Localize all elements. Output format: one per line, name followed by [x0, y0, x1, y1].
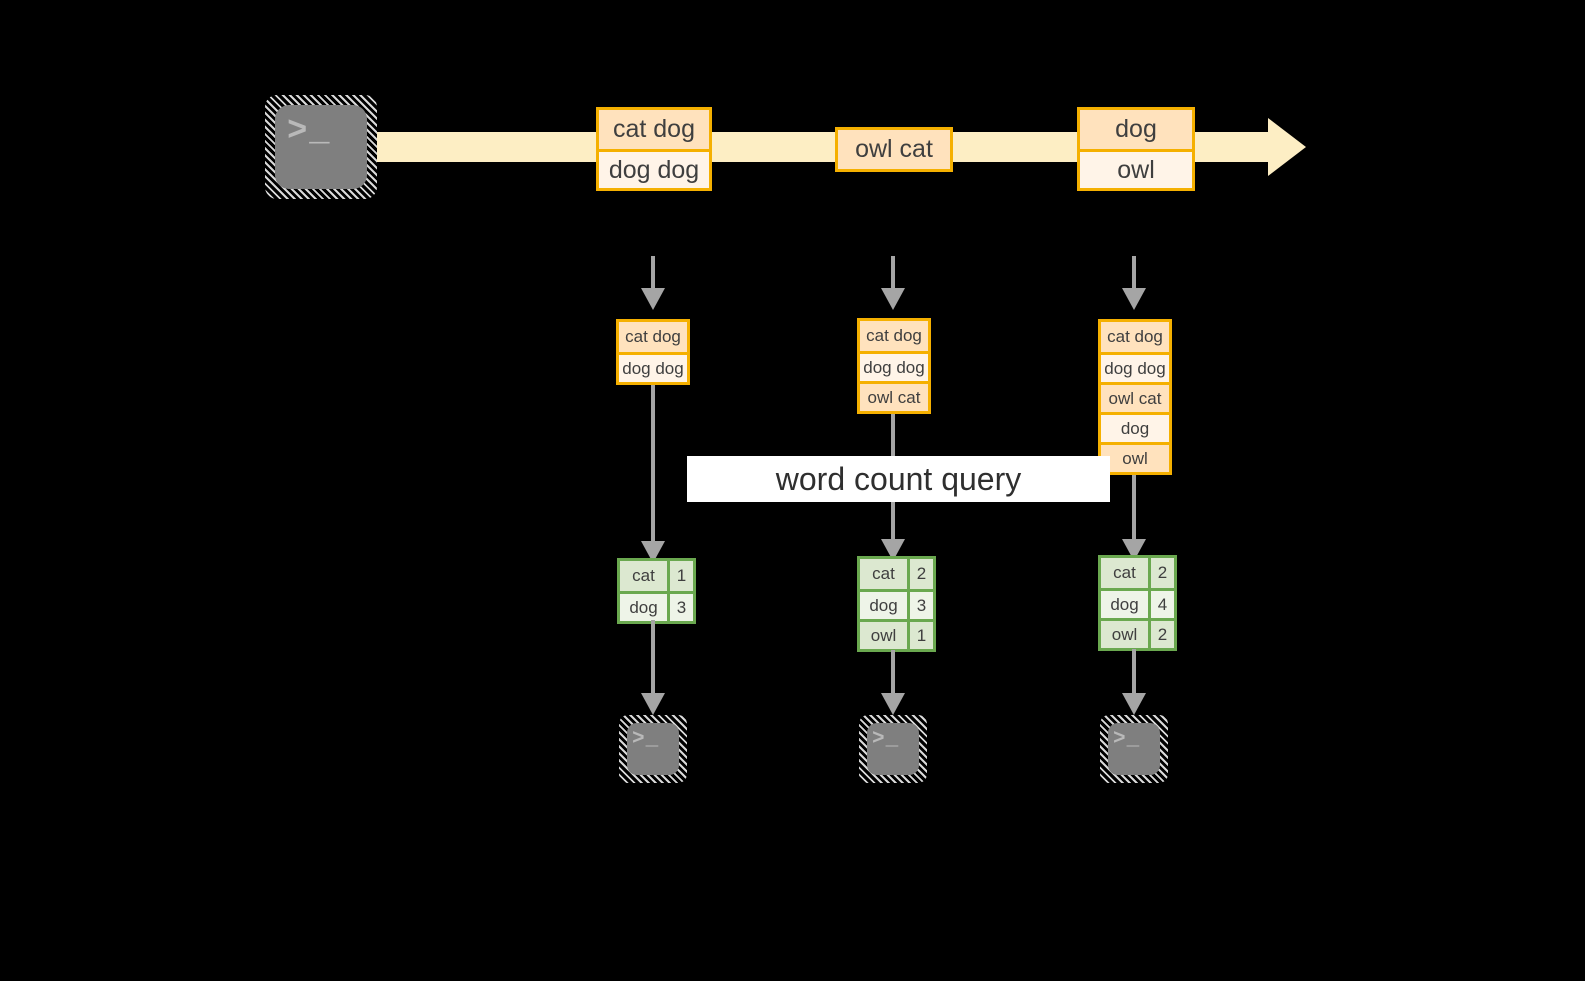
trigger-tick-arrow-line	[891, 256, 895, 288]
result-row: owl 2	[1101, 618, 1174, 648]
sink-terminal-icon-3[interactable]: >_	[1100, 715, 1168, 783]
query-arrow-line-1	[651, 385, 655, 547]
timeline-record-line: owl	[1080, 149, 1192, 188]
result-count: 1	[667, 561, 693, 591]
trigger-tick-arrowhead	[881, 288, 905, 310]
timeline-record-line: dog dog	[599, 149, 709, 188]
timeline-arrowhead	[1268, 118, 1306, 176]
query-arrowhead-2	[881, 539, 905, 561]
sink-arrow-line-1	[651, 620, 655, 698]
input-row: cat dog	[860, 321, 928, 351]
input-table-2: cat dog dog dog owl cat	[857, 318, 931, 414]
input-row: owl	[1101, 442, 1169, 472]
timeline-record-line: dog	[1080, 110, 1192, 149]
timeline-record-line: cat dog	[599, 110, 709, 149]
terminal-prompt-glyph: >_	[1113, 728, 1141, 751]
trigger-tick-arrow-line	[651, 256, 655, 288]
source-terminal-icon[interactable]: >_	[265, 95, 377, 199]
result-table-2: cat 2 dog 3 owl 1	[857, 556, 936, 652]
sink-terminal-icon-1[interactable]: >_	[619, 715, 687, 783]
result-count: 2	[1148, 558, 1174, 588]
timeline-record-line: owl cat	[838, 130, 950, 169]
result-word: dog	[1101, 591, 1148, 618]
timeline-record-group-3: dog owl	[1077, 107, 1195, 191]
sink-arrow-line-2	[891, 650, 895, 698]
result-count: 1	[907, 622, 933, 649]
input-row: dog dog	[1101, 352, 1169, 382]
result-row: cat 1	[620, 561, 693, 591]
input-row: owl cat	[860, 381, 928, 411]
input-row: dog dog	[619, 352, 687, 382]
result-row: dog 3	[620, 591, 693, 621]
result-table-3: cat 2 dog 4 owl 2	[1098, 555, 1177, 651]
terminal-screen	[275, 105, 367, 189]
result-row: dog 3	[860, 589, 933, 619]
result-row: cat 2	[1101, 558, 1174, 588]
result-row: cat 2	[860, 559, 933, 589]
input-row: owl cat	[1101, 382, 1169, 412]
terminal-prompt-glyph: >_	[632, 728, 660, 751]
sink-arrowhead-2	[881, 693, 905, 715]
result-row: owl 1	[860, 619, 933, 649]
timeline-record-group-1: cat dog dog dog	[596, 107, 712, 191]
timeline-record-group-2: owl cat	[835, 127, 953, 172]
input-row: cat dog	[619, 322, 687, 352]
sink-arrowhead-3	[1122, 693, 1146, 715]
sink-terminal-icon-2[interactable]: >_	[859, 715, 927, 783]
input-table-3: cat dog dog dog owl cat dog owl	[1098, 319, 1172, 475]
result-count: 3	[907, 592, 933, 619]
sink-arrowhead-1	[641, 693, 665, 715]
input-row: dog	[1101, 412, 1169, 442]
input-row: cat dog	[1101, 322, 1169, 352]
terminal-screen	[1108, 723, 1160, 775]
result-count: 2	[1148, 621, 1174, 648]
sink-arrow-line-3	[1132, 649, 1136, 698]
result-word: owl	[1101, 621, 1148, 648]
result-word: cat	[1101, 558, 1148, 588]
result-word: cat	[620, 561, 667, 591]
terminal-prompt-glyph: >_	[872, 728, 900, 751]
trigger-tick-arrowhead	[1122, 288, 1146, 310]
input-table-1: cat dog dog dog	[616, 319, 690, 385]
result-word: cat	[860, 559, 907, 589]
result-word: dog	[620, 594, 667, 621]
query-arrowhead-1	[641, 541, 665, 563]
result-count: 2	[907, 559, 933, 589]
query-label-band: word count query	[687, 456, 1110, 502]
result-table-1: cat 1 dog 3	[617, 558, 696, 624]
result-row: dog 4	[1101, 588, 1174, 618]
trigger-tick-arrowhead	[641, 288, 665, 310]
result-word: dog	[860, 592, 907, 619]
query-label: word count query	[775, 460, 1022, 497]
result-count: 3	[667, 594, 693, 621]
trigger-tick-arrow-line	[1132, 256, 1136, 288]
terminal-screen	[627, 723, 679, 775]
terminal-prompt-glyph: >_	[287, 113, 332, 151]
query-arrow-line-3	[1132, 475, 1136, 545]
result-count: 4	[1148, 591, 1174, 618]
result-word: owl	[860, 622, 907, 649]
terminal-screen	[867, 723, 919, 775]
input-row: dog dog	[860, 351, 928, 381]
